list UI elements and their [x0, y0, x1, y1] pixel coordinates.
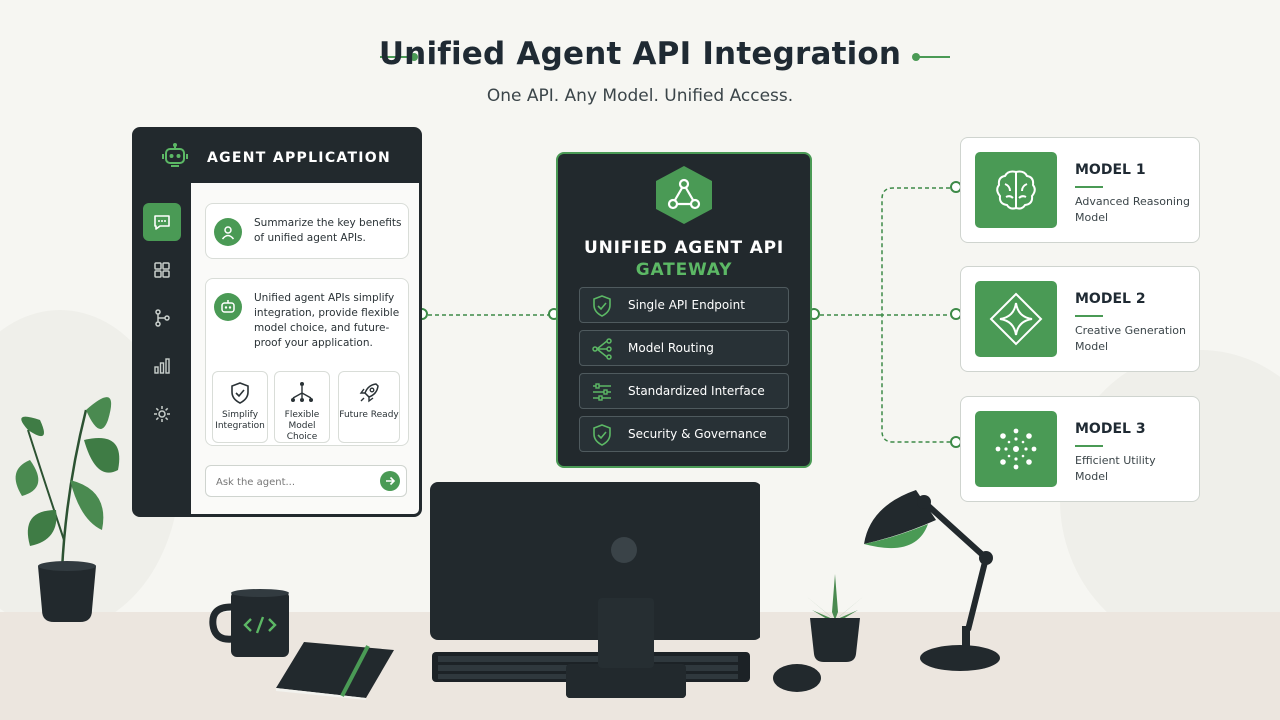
model-description: Creative Generation Model	[1075, 324, 1186, 353]
coffee-mug	[209, 589, 289, 657]
ask-agent-input[interactable]	[214, 472, 378, 492]
gateway-feature-routing: Model Routing	[579, 330, 789, 366]
sliders-icon	[593, 383, 611, 401]
agent-panel-title: AGENT APPLICATION	[207, 150, 392, 166]
brain-icon	[996, 170, 1036, 210]
benefit-card-simplify[interactable]: Simplify Integration	[212, 371, 268, 443]
gear-icon	[154, 406, 170, 422]
shield-check-icon	[231, 382, 249, 404]
ask-agent-box	[205, 465, 407, 497]
agent-application-panel: AGENT APPLICATION	[132, 127, 422, 517]
user-icon	[221, 226, 235, 240]
benefit-card-label: Flexible Model Choice	[284, 410, 320, 442]
title-decor-line-left	[380, 56, 414, 58]
routing-icon	[592, 338, 612, 360]
model-divider	[1075, 315, 1103, 317]
user-message-text: Summarize the key benefits of unified ag…	[254, 217, 402, 244]
flow-icon	[155, 309, 170, 327]
user-message-bubble: Summarize the key benefits of unified ag…	[205, 203, 409, 259]
agent-reply-text: Unified agent APIs simplify integration,…	[254, 292, 400, 349]
title-decor-dot-left	[410, 53, 418, 61]
agent-chat-area: Summarize the key benefits of unified ag…	[191, 183, 419, 514]
notebook	[276, 642, 394, 700]
page-subtitle: One API. Any Model. Unified Access.	[486, 86, 794, 106]
model-name: MODEL 2	[1075, 291, 1146, 307]
agent-panel-header: AGENT APPLICATION	[135, 130, 419, 183]
model-card-3[interactable]: MODEL 3 Efficient Utility Model	[960, 396, 1200, 502]
model-divider	[1075, 445, 1103, 447]
model-card-1[interactable]: MODEL 1 Advanced Reasoning Model	[960, 137, 1200, 243]
potted-plant-left	[15, 397, 120, 622]
sidebar-item-grid[interactable]	[143, 251, 181, 289]
potted-succulent	[806, 574, 864, 662]
user-avatar	[214, 218, 242, 246]
gateway-subtitle: GATEWAY	[635, 260, 733, 280]
model-icon-box	[975, 281, 1057, 357]
model-divider	[1075, 186, 1103, 188]
agent-avatar	[214, 293, 242, 321]
grid-icon	[154, 262, 170, 278]
computer-mouse	[773, 664, 821, 692]
title-decor-line-right	[916, 56, 950, 58]
model-description: Advanced Reasoning Model	[1075, 195, 1190, 224]
sidebar-item-analytics[interactable]	[143, 347, 181, 385]
gateway-feature-label: Standardized Interface	[628, 384, 765, 398]
gateway-hexagon-icon	[656, 166, 712, 224]
send-button[interactable]	[380, 471, 400, 491]
chat-icon	[154, 215, 170, 230]
gateway-feature-label: Model Routing	[628, 341, 714, 355]
sparkle-diamond-icon	[989, 292, 1043, 346]
desk-lamp	[864, 490, 1000, 671]
gateway-title: UNIFIED AGENT API	[584, 238, 784, 258]
agent-reply-bubble: Unified agent APIs simplify integration,…	[205, 278, 409, 446]
gateway-feature-security: Security & Governance	[579, 416, 789, 452]
benefit-card-label: Simplify Integration	[215, 410, 265, 431]
benefit-card-flexible[interactable]: Flexible Model Choice	[274, 371, 330, 443]
robot-icon	[162, 143, 188, 167]
model-icon-box	[975, 152, 1057, 228]
desktop-computer	[430, 482, 760, 698]
dot-burst-icon	[995, 428, 1037, 470]
branch-icon	[291, 382, 313, 402]
model-name: MODEL 3	[1075, 421, 1146, 437]
sidebar-item-chat[interactable]	[143, 203, 181, 241]
gateway-feature-label: Security & Governance	[628, 427, 767, 441]
rocket-icon	[359, 383, 379, 403]
arrow-right-icon	[386, 476, 396, 486]
robot-icon	[221, 300, 235, 313]
model-card-2[interactable]: MODEL 2 Creative Generation Model	[960, 266, 1200, 372]
sidebar-item-flow[interactable]	[143, 299, 181, 337]
benefit-card-label: Future Ready	[339, 410, 399, 420]
model-description: Efficient Utility Model	[1075, 454, 1156, 483]
model-name: MODEL 1	[1075, 162, 1146, 178]
api-gateway-panel: UNIFIED AGENT API GATEWAY Single API End…	[556, 152, 812, 468]
model-icon-box	[975, 411, 1057, 487]
page-title: Unified Agent API Integration	[378, 36, 902, 72]
gateway-feature-endpoint: Single API Endpoint	[579, 287, 789, 323]
shield-check-icon	[593, 295, 611, 317]
sidebar-item-settings[interactable]	[143, 395, 181, 433]
gateway-feature-interface: Standardized Interface	[579, 373, 789, 409]
gateway-feature-label: Single API Endpoint	[628, 298, 745, 312]
benefit-card-future[interactable]: Future Ready	[338, 371, 400, 443]
agent-sidebar	[135, 183, 189, 514]
shield-check-icon	[593, 424, 611, 446]
bar-chart-icon	[154, 358, 170, 374]
